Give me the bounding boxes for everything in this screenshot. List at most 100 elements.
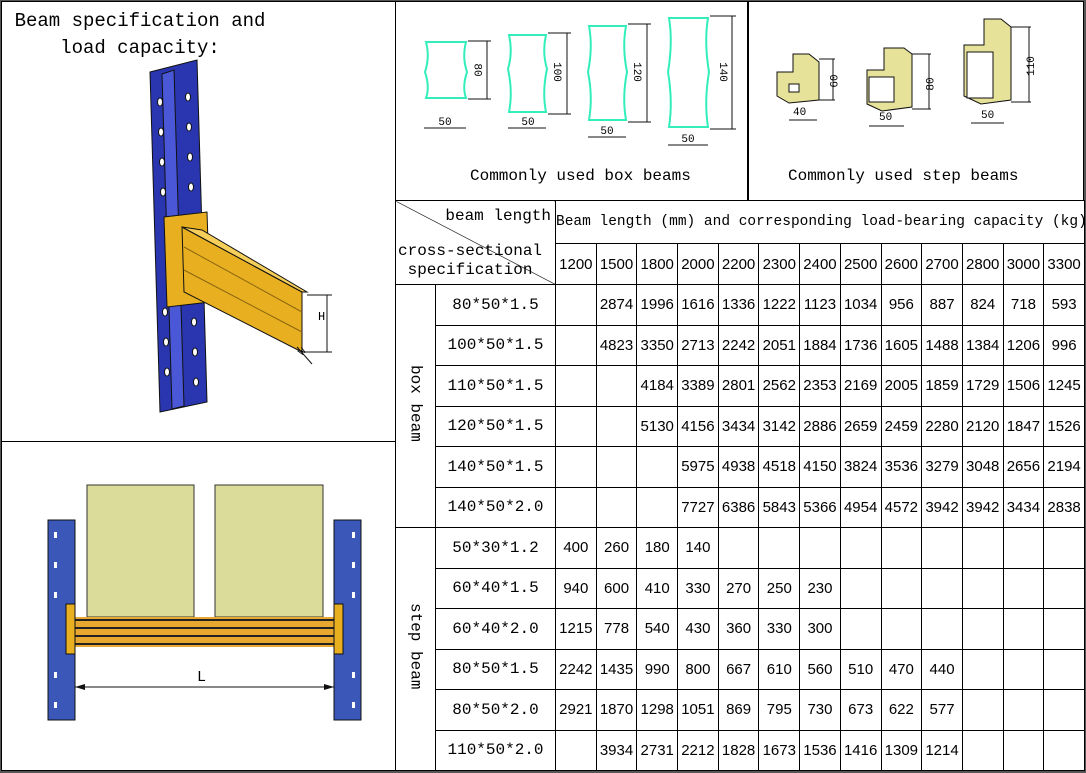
capacity-cell [799,527,841,569]
capacity-cell: 622 [880,689,923,731]
cross-section-header-line2: specification [407,261,533,279]
capacity-cell: 2194 [1043,446,1085,488]
step-width-1: 40 [793,107,807,119]
capacity-cell [595,446,638,488]
capacity-cell [1043,527,1085,569]
capacity-cell: 4938 [717,446,760,488]
length-header-cell: 2200 [717,243,760,285]
capacity-cell: 2659 [839,405,882,447]
capacity-cell: 1736 [839,324,882,366]
spec-cell: 60*40*1.5 [435,567,556,609]
capacity-cell: 4572 [880,486,923,528]
capacity-cell: 1673 [758,729,801,771]
capacity-cell [1043,729,1085,771]
capacity-cell: 5843 [758,486,801,528]
capacity-cell: 1123 [799,284,841,326]
step-height-3: 110 [1025,56,1038,76]
capacity-cell [961,729,1004,771]
capacity-cell: 510 [839,648,882,690]
capacity-cell: 2353 [799,365,841,407]
spec-cell: 140*50*2.0 [435,486,556,528]
capacity-cell [555,486,597,528]
capacity-cell [1002,729,1045,771]
box-beams-caption: Commonly used box beams [470,167,691,185]
capacity-cell [555,284,597,326]
capacity-cell: 2713 [677,324,719,366]
capacity-cell: 270 [717,567,760,609]
capacity-cell: 2921 [555,689,597,731]
capacity-cell: 1870 [595,689,638,731]
spec-cell: 80*50*1.5 [435,648,556,690]
capacity-cell: 1215 [555,608,597,650]
capacity-cell: 1506 [1002,365,1045,407]
capacity-cell [636,446,679,488]
length-label: L [197,669,207,686]
capacity-cell [961,567,1004,609]
capacity-cell: 1206 [1002,324,1045,366]
height-label: H [318,310,326,324]
length-header-cell: 2800 [961,243,1004,285]
capacity-cell: 2242 [555,648,597,690]
box-height-3: 120 [629,62,642,82]
step-beam-sections [776,18,1031,127]
capacity-cell: 3279 [921,446,963,488]
upright-beam-panel: Beam specification and load capacity: H … [1,1,396,442]
capacity-cell: 1884 [799,324,841,366]
capacity-cell: 3536 [880,446,923,488]
box-height-2: 100 [549,62,562,82]
length-header-cell: 3300 [1043,243,1085,285]
capacity-cell: 2120 [961,405,1004,447]
capacity-cell: 718 [1002,284,1045,326]
capacity-cell [839,567,882,609]
capacity-cell: 1729 [961,365,1004,407]
capacity-cell: 2874 [595,284,638,326]
capacity-cell [1043,689,1085,731]
capacity-cell [961,689,1004,731]
length-header-cell: 3000 [1002,243,1045,285]
capacity-cell: 410 [636,567,679,609]
step-beams-panel: 40 50 50 60 80 110 Commonly used step be… [748,1,1084,201]
capacity-cell: 1605 [880,324,923,366]
capacity-cell: 330 [758,608,801,650]
capacity-cell [555,405,597,447]
pallet-load-left [86,484,195,618]
capacity-cell [880,567,923,609]
capacity-cell: 1536 [799,729,841,771]
step-width-3: 50 [981,110,995,122]
capacity-cell [1043,567,1085,609]
rack-frame-panel: L [1,441,396,771]
title-line-1: Beam specification and [14,10,266,32]
capacity-cell: 2212 [677,729,719,771]
capacity-cell [1002,608,1045,650]
capacity-cell: 1616 [677,284,719,326]
box-height-1: 80 [470,63,483,77]
capacity-cell: 1859 [921,365,963,407]
beam-length-header: beam length [445,207,551,225]
capacity-cell: 5366 [799,486,841,528]
capacity-cell: 2562 [758,365,801,407]
spec-cell: 120*50*1.5 [435,405,556,447]
spec-cell: 110*50*1.5 [435,365,556,407]
capacity-cell: 540 [636,608,679,650]
capacity-cell [961,648,1004,690]
capacity-cell: 730 [799,689,841,731]
capacity-cell: 1488 [921,324,963,366]
capacity-cell: 996 [1043,324,1085,366]
capacity-cell: 824 [961,284,1004,326]
capacity-cell: 4184 [636,365,679,407]
capacity-cell: 990 [636,648,679,690]
length-header-cell: 2400 [799,243,841,285]
capacity-cell: 1847 [1002,405,1045,447]
capacity-cell: 610 [758,648,801,690]
table-caption: Beam length (mm) and corresponding load-… [555,199,1085,245]
length-header-cell: 2000 [677,243,719,285]
capacity-cell [1043,648,1085,690]
capacity-cell [595,365,638,407]
capacity-cell: 887 [921,284,963,326]
